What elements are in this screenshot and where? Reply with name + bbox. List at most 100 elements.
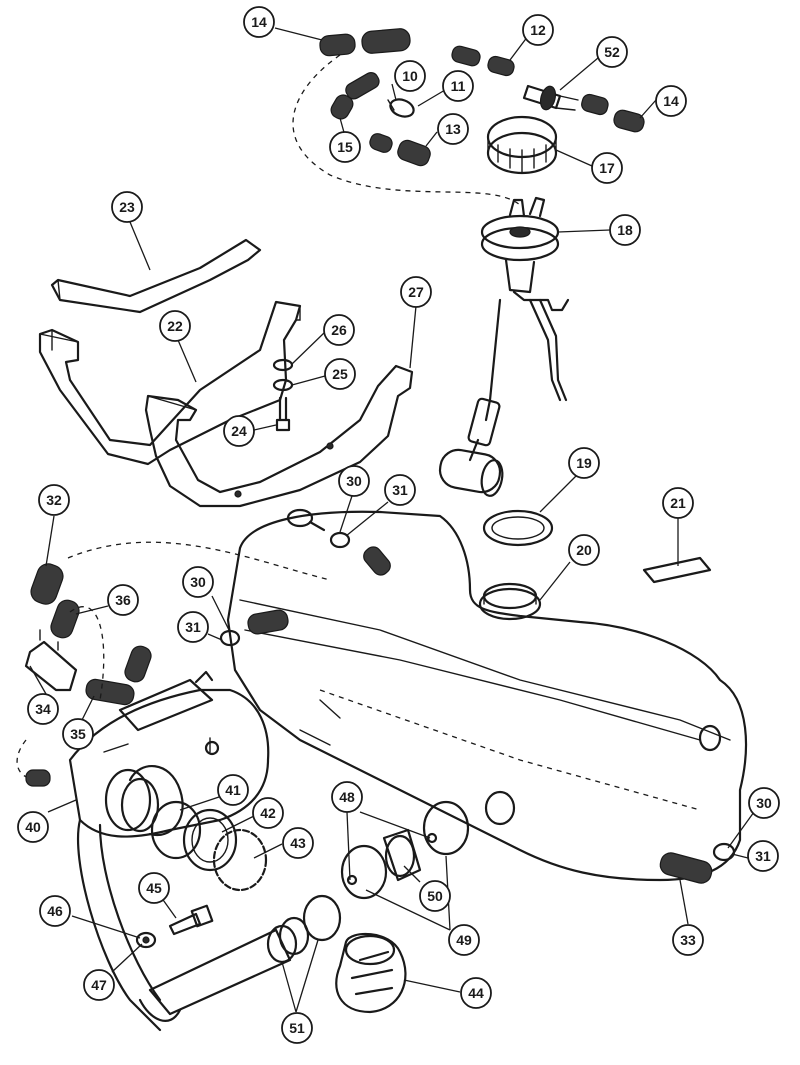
callout-label: 30: [756, 795, 772, 811]
callout-label: 13: [445, 121, 461, 137]
mounting-bolt-small: [135, 904, 214, 949]
callout-label: 11: [451, 78, 466, 94]
callout-30-right: 30: [748, 787, 780, 819]
callout-label: 14: [251, 14, 267, 30]
vent-hose-assembly: [16, 541, 331, 787]
callout-45: 45: [138, 872, 170, 904]
callout-label: 51: [289, 1020, 305, 1036]
callout-label: 27: [408, 284, 424, 300]
callout-label: 24: [231, 423, 247, 439]
callout-32: 32: [38, 484, 70, 516]
callout-20: 20: [568, 534, 600, 566]
fuel-gauge-sender: [438, 196, 570, 497]
callout-10: 10: [394, 60, 426, 92]
callout-label: 43: [290, 835, 306, 851]
upper-hose-assembly: [292, 28, 645, 206]
callout-23: 23: [111, 191, 143, 223]
callout-label: 30: [346, 473, 362, 489]
callout-label: 22: [167, 318, 183, 334]
fuel-restrictor: [340, 800, 470, 900]
callout-26: 26: [323, 314, 355, 346]
callout-18: 18: [609, 214, 641, 246]
sender-port: [478, 582, 542, 621]
callout-42: 42: [252, 797, 284, 829]
callout-34: 34: [27, 693, 59, 725]
callout-label: 23: [119, 199, 135, 215]
callout-31-upper: 31: [384, 474, 416, 506]
sender-seal-ring: [482, 509, 554, 547]
sender-lock-ring: [486, 115, 558, 175]
callout-label: 33: [680, 932, 696, 948]
tank-label: [642, 556, 712, 584]
callout-label: 41: [225, 782, 241, 798]
callout-22: 22: [159, 310, 191, 342]
filler-tube-lower: [148, 894, 342, 1016]
callout-51: 51: [281, 1012, 313, 1044]
callout-label: 31: [392, 482, 408, 498]
callout-46: 46: [39, 895, 71, 927]
callout-30-left: 30: [182, 566, 214, 598]
tank-cradle-rear: [144, 364, 414, 508]
tank-cradle: [38, 300, 302, 466]
callout-label: 26: [331, 322, 347, 338]
callout-17: 17: [591, 152, 623, 184]
filler-seal-rings: [150, 800, 268, 892]
callout-label: 25: [332, 366, 348, 382]
callout-31-right: 31: [747, 840, 779, 872]
filler-neck: [68, 670, 270, 1032]
callout-label: 42: [260, 805, 276, 821]
callout-label: 15: [337, 139, 353, 155]
callout-43: 43: [282, 827, 314, 859]
callout-47: 47: [83, 969, 115, 1001]
callout-label: 31: [755, 848, 771, 864]
callout-31-left: 31: [177, 611, 209, 643]
callout-label: 35: [70, 726, 86, 742]
callout-label: 48: [339, 789, 355, 805]
callout-49: 49: [448, 924, 480, 956]
callout-41: 41: [217, 774, 249, 806]
callout-24: 24: [223, 415, 255, 447]
callout-label: 32: [46, 492, 62, 508]
callout-label: 30: [190, 574, 206, 590]
callout-52: 52: [596, 36, 628, 68]
tank-outlet-fitting: [286, 508, 326, 532]
callout-label: 14: [663, 93, 679, 109]
callout-label: 18: [617, 222, 633, 238]
sender-float: [438, 448, 504, 497]
callout-44: 44: [460, 977, 492, 1009]
callout-19: 19: [568, 447, 600, 479]
callout-11: 11: [442, 70, 474, 102]
check-valve: [522, 84, 579, 111]
callout-label: 34: [35, 701, 51, 717]
callout-label: 10: [402, 68, 418, 84]
callout-35: 35: [62, 718, 94, 750]
callout-33: 33: [672, 924, 704, 956]
callout-48: 48: [331, 781, 363, 813]
mounting-bolt-stack: [272, 358, 294, 432]
callout-label: 21: [670, 495, 686, 511]
callout-label: 31: [185, 619, 201, 635]
callout-label: 49: [456, 932, 472, 948]
callout-label: 50: [427, 888, 443, 904]
callout-label: 20: [576, 542, 592, 558]
tank-strap-upper: [50, 238, 262, 314]
callout-27: 27: [400, 276, 432, 308]
callout-36: 36: [107, 584, 139, 616]
callout-25: 25: [324, 358, 356, 390]
callout-50: 50: [419, 880, 451, 912]
callout-label: 19: [576, 455, 592, 471]
callout-label: 45: [146, 880, 162, 896]
callout-label: 17: [599, 160, 615, 176]
callout-13: 13: [437, 113, 469, 145]
fuel-tank: [226, 508, 748, 882]
callout-label: 44: [468, 985, 484, 1001]
leader-lines: [29, 27, 755, 1013]
callout-21: 21: [662, 487, 694, 519]
callout-label: 36: [115, 592, 131, 608]
callout-label: 52: [604, 44, 620, 60]
callout-14-upper-right: 14: [655, 85, 687, 117]
callout-30-upper: 30: [338, 465, 370, 497]
callout-40: 40: [17, 811, 49, 843]
callout-label: 12: [530, 22, 546, 38]
callout-14-upper-left: 14: [243, 6, 275, 38]
